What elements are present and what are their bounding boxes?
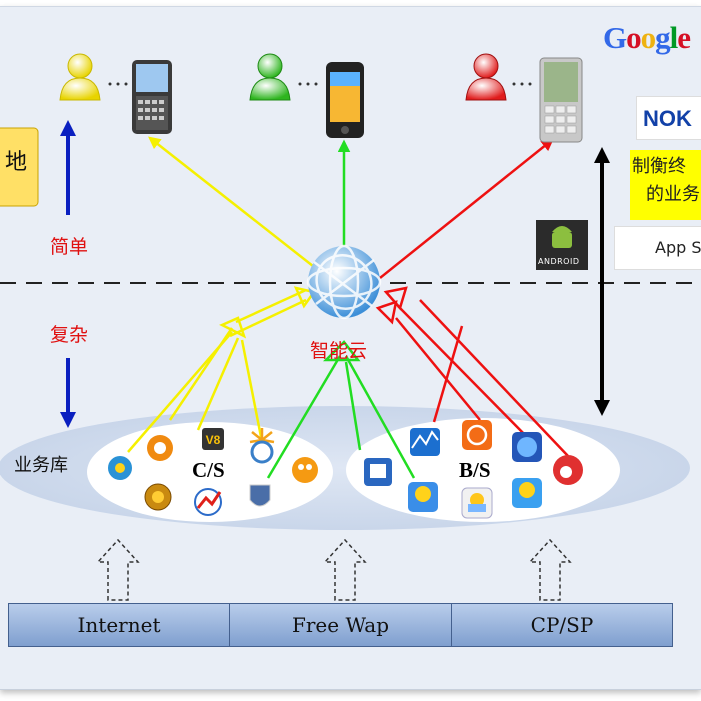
- bottom-dashed-arrows: [96, 538, 572, 601]
- bar-cp-sp: CP/SP: [451, 603, 673, 647]
- red-upload-arrows: [375, 286, 569, 457]
- user-red-icon: [465, 53, 507, 101]
- app-store-badge: App S: [614, 226, 701, 270]
- google-letter: g: [655, 20, 670, 55]
- balance-yellow-box: 制衡终 的业务: [630, 150, 701, 220]
- green-upload-arrows: [266, 340, 416, 479]
- label-complex: 复杂: [50, 324, 89, 346]
- left-yellow-box: [0, 127, 39, 207]
- google-letter: G: [603, 20, 627, 55]
- bar-free-wap: Free Wap: [229, 603, 452, 647]
- google-letter: l: [669, 20, 679, 55]
- bs-app-icons: [364, 420, 583, 519]
- balance-line1: 制衡终: [632, 156, 686, 177]
- balance-line2: 的业务: [646, 184, 700, 205]
- android-text: ANDROID: [538, 257, 580, 266]
- label-bs: B/S: [459, 458, 491, 482]
- app-store-text: App S: [655, 238, 701, 257]
- nokia-text: NOK: [643, 106, 692, 131]
- google-letter: o: [626, 20, 641, 55]
- nokia-logo: NOK: [636, 96, 701, 140]
- phone-android-icon: [539, 57, 583, 143]
- cs-app-icons: V8: [106, 428, 318, 516]
- phone-iphone-icon: [326, 62, 364, 138]
- label-cs: C/S: [192, 458, 225, 482]
- label-smart-cloud: 智能云: [310, 340, 368, 362]
- user-green-icon: [249, 53, 291, 101]
- svg-text:V8: V8: [206, 433, 221, 447]
- arrow-cloud-to-yellow: [148, 136, 319, 271]
- android-badge-icon: [536, 220, 588, 270]
- google-logo: Google: [603, 20, 691, 56]
- phone-qwerty-icon: [132, 60, 172, 134]
- label-simple: 简单: [50, 236, 89, 258]
- bar-internet: Internet: [8, 603, 230, 647]
- label-business-library: 业务库: [14, 455, 68, 476]
- yellow-upload-arrows: [127, 286, 317, 453]
- smart-cloud-globe-icon: [306, 244, 382, 320]
- user-yellow-icon: [59, 53, 101, 101]
- google-letter: e: [677, 20, 691, 55]
- left-box-text: 地: [5, 150, 28, 175]
- google-letter: o: [640, 20, 656, 55]
- arrow-cloud-to-red: [379, 138, 554, 279]
